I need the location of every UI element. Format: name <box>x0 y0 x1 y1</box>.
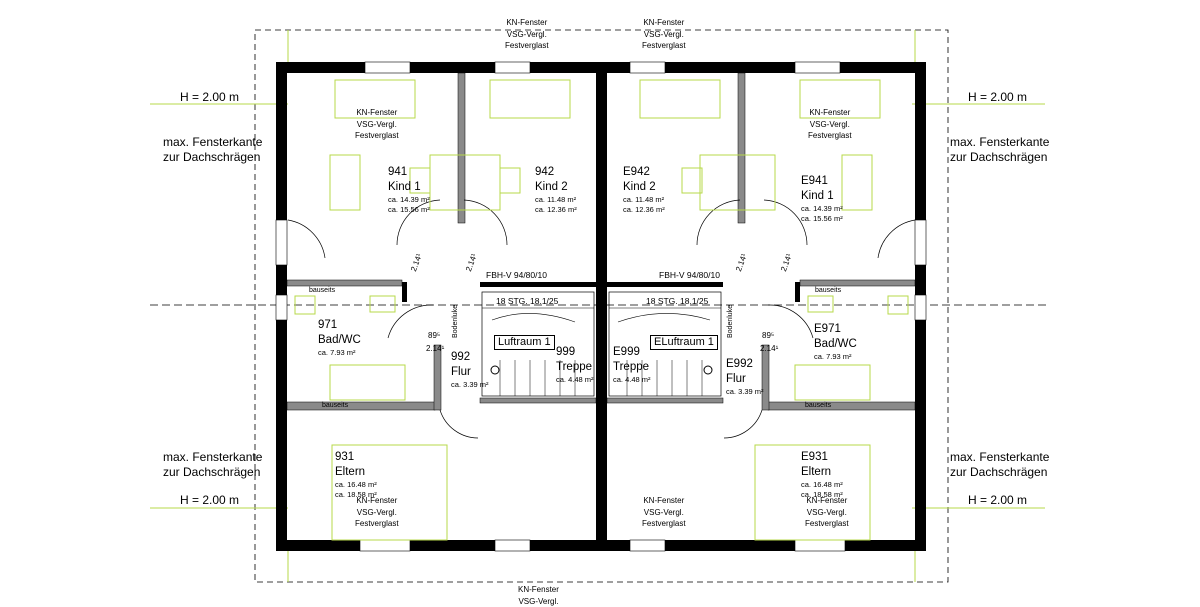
window-edge-note-bottom-left-1: max. Fensterkante <box>163 450 263 464</box>
bauseits-top-left: bauseits <box>309 287 336 294</box>
bauseits-bottom-left: bauseits <box>322 402 349 409</box>
bauseits-bottom-right: bauseits <box>805 402 832 409</box>
roof-slope-lines <box>150 30 1045 582</box>
stair-steps-left: 18 STG. 18.1/25 <box>496 296 559 306</box>
stair-start-right <box>703 365 713 375</box>
stair-treads <box>482 307 721 396</box>
stair-outlines <box>481 291 722 397</box>
window-openings <box>275 61 927 552</box>
room-941: 941 Kind 1 ca. 14.39 m² ca. 15.56 m² <box>388 166 430 214</box>
room-e971: E971 Bad/WC ca. 7.93 m² <box>814 323 857 361</box>
door-swings <box>287 199 916 439</box>
window-edge-note-bottom-left-2: zur Dachschrägen <box>163 465 261 479</box>
window-edge-note-top-left-1: max. Fensterkante <box>163 135 263 149</box>
room-e941: E941 Kind 1 ca. 14.39 m² ca. 15.56 m² <box>801 175 843 223</box>
partition-walls <box>402 282 800 302</box>
window-edge-note-bottom-right-2: zur Dachschrägen <box>950 465 1048 479</box>
door-dim-bad-right-214: 2.14¹ <box>760 344 779 353</box>
luftraum-left: Luftraum 1 <box>494 335 555 350</box>
stair-handrails <box>491 313 711 323</box>
room-931: 931 Eltern ca. 16.48 m² ca. 18.58 m² <box>335 451 377 499</box>
height-note-bottom-right: H = 2.00 m <box>968 493 1028 507</box>
window-edge-note-bottom-right-1: max. Fensterkante <box>950 450 1050 464</box>
roof-outline <box>254 29 949 583</box>
room-e931: E931 Eltern ca. 16.48 m² ca. 18.58 m² <box>801 451 843 499</box>
stair-start-left <box>490 365 500 375</box>
window-edge-note-top-right-2: zur Dachschrägen <box>950 150 1048 164</box>
room-e992: E992 Flur ca. 3.39 m² <box>726 358 764 396</box>
fbh-right: FBH-V 94/80/10 <box>659 270 720 280</box>
luftraum-right: ELuftraum 1 <box>650 335 718 350</box>
door-dim-bad-right-89: 89⁵ <box>762 331 775 340</box>
bodenluke-left: Bodenluke <box>452 304 459 338</box>
door-dim-bad-left-89: 89⁵ <box>428 331 441 340</box>
fbh-left: FBH-V 94/80/10 <box>486 270 547 280</box>
window-edge-note-top-right-1: max. Fensterkante <box>950 135 1050 149</box>
furniture <box>294 79 909 541</box>
stair-steps-right: 18 STG. 18.1/25 <box>646 296 709 306</box>
room-942: 942 Kind 2 ca. 11.48 m² ca. 12.36 m² <box>535 166 577 214</box>
room-999: 999 Treppe ca. 4.48 m² <box>556 346 594 384</box>
height-note-bottom-left: H = 2.00 m <box>180 493 240 507</box>
height-note-top-left: H = 2.00 m <box>180 90 240 104</box>
height-note-top-right: H = 2.00 m <box>968 90 1028 104</box>
interior-walls <box>286 72 916 411</box>
window-edge-note-top-left-2: zur Dachschrägen <box>163 150 261 164</box>
room-992: 992 Flur ca. 3.39 m² <box>451 351 489 389</box>
door-dim-bad-left-214: 2.14¹ <box>426 344 445 353</box>
room-971: 971 Bad/WC ca. 7.93 m² <box>318 319 361 357</box>
bauseits-top-right: bauseits <box>815 287 842 294</box>
room-e999: E999 Treppe ca. 4.48 m² <box>613 346 651 384</box>
room-e942: E942 Kind 2 ca. 11.48 m² ca. 12.36 m² <box>623 166 665 214</box>
bodenluke-right: Bodenluke <box>727 304 734 338</box>
